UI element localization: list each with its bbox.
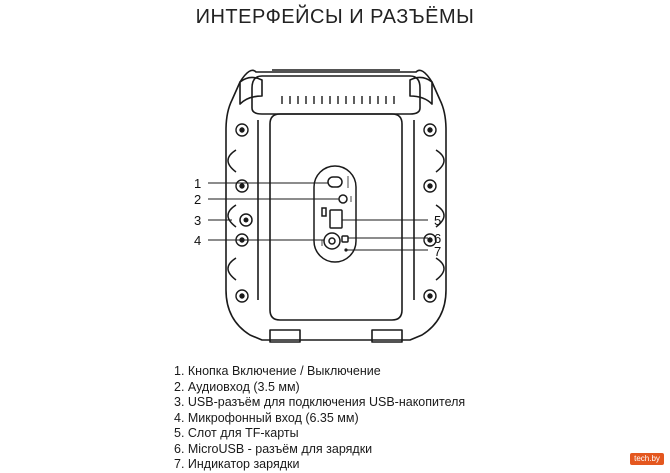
legend-item: 2. Аудиовход (3.5 мм) bbox=[174, 379, 300, 394]
side-screws bbox=[235, 123, 437, 303]
aux-jack bbox=[338, 194, 348, 204]
tf-card-slot bbox=[321, 207, 327, 217]
mic-jack bbox=[323, 232, 341, 250]
speaker-inner-panel bbox=[269, 113, 403, 321]
legend-item: 6. MicroUSB - разъём для зарядки bbox=[174, 441, 373, 456]
legend-item: 5. Слот для TF-карты bbox=[174, 426, 299, 440]
bottom-left-foot bbox=[269, 329, 301, 343]
legend-item: 4. Микрофонный вход (6.35 мм) bbox=[174, 410, 359, 425]
speaker-outer-body bbox=[225, 69, 447, 341]
micro-usb-port bbox=[341, 235, 349, 243]
vent-slots bbox=[281, 96, 395, 104]
callout-lines bbox=[208, 182, 428, 251]
top-left-bumper bbox=[239, 76, 263, 105]
callout-6: 6 bbox=[434, 231, 441, 246]
callout-3: 3 bbox=[194, 213, 201, 228]
callout-7: 7 bbox=[434, 244, 441, 259]
callout-2: 2 bbox=[194, 192, 201, 207]
speaker-back-diagram: 1 2 3 4 5 6 7 bbox=[194, 69, 447, 343]
watermark-badge: tech.by bbox=[630, 453, 664, 465]
legend-item: 7. Индикатор зарядки bbox=[174, 457, 300, 471]
callout-5: 5 bbox=[434, 213, 441, 228]
connector-panel bbox=[313, 165, 357, 263]
usb-port bbox=[329, 209, 343, 229]
legend-item: 3. USB-разъём для подключения USB-накопи… bbox=[174, 395, 466, 409]
bottom-right-foot bbox=[371, 329, 403, 343]
power-button bbox=[327, 176, 343, 188]
callout-4: 4 bbox=[194, 233, 201, 248]
legend-item: 1. Кнопка Включение / Выключение bbox=[174, 364, 381, 378]
callout-1: 1 bbox=[194, 176, 201, 191]
top-right-bumper bbox=[409, 76, 433, 105]
page-title: ИНТЕРФЕЙСЫ И РАЗЪЁМЫ bbox=[195, 6, 475, 28]
legend-list: 1. Кнопка Включение / Выключение 2. Ауди… bbox=[174, 364, 465, 473]
speaker-top-handle bbox=[251, 75, 421, 115]
